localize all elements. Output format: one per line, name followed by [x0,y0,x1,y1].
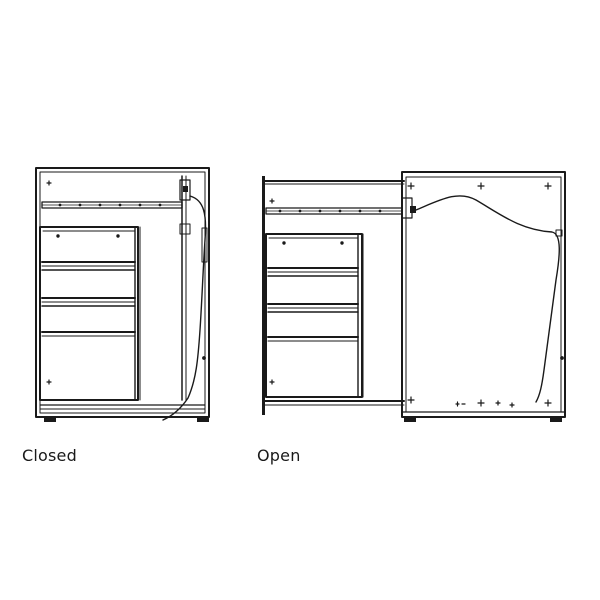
label-closed: Closed [22,446,77,465]
foot-icon [404,417,416,422]
foot-icon [550,417,562,422]
foot-icon [44,417,56,422]
label-open: Open [257,446,301,465]
cabinet-open [262,171,566,422]
cabinet-closed [35,167,210,422]
foot-icon [197,417,209,422]
